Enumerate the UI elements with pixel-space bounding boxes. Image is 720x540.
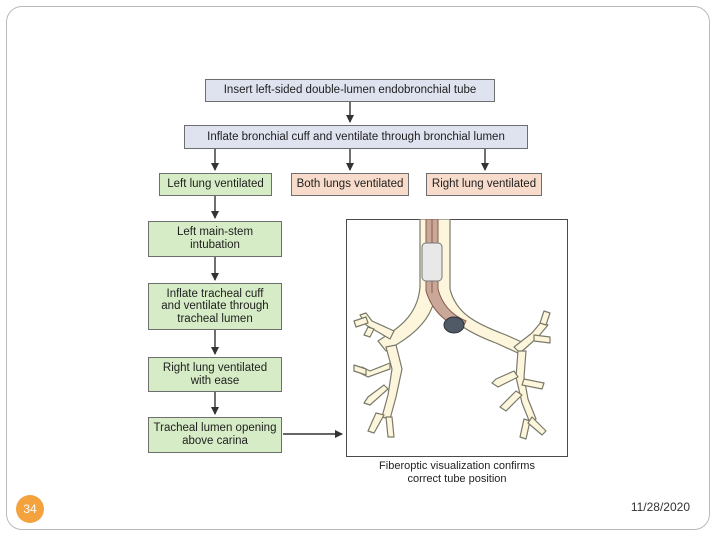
left-upper-bronchus: [359, 312, 395, 340]
right-lower-twig-b: [499, 390, 523, 412]
step-tracheal-opening-line1: Tracheal lumen opening: [153, 422, 277, 435]
step-right-lung-with-ease: Right lung ventilated with ease: [148, 357, 282, 392]
illustration-caption: Fiberoptic visualization confirms correc…: [346, 460, 568, 485]
step-inflate-bronchial: Inflate bronchial cuff and ventilate thr…: [184, 125, 528, 149]
left-lower-twig-e: [353, 364, 367, 376]
step-mainstem-intubation: Left main-stem intubation: [148, 221, 282, 257]
caption-line1: Fiberoptic visualization confirms: [379, 460, 535, 472]
step-insert-tube: Insert left-sided double-lumen endobronc…: [205, 79, 495, 102]
step-tracheal-opening-line2: above carina: [182, 435, 248, 447]
step-inflate-tracheal-line1: Inflate tracheal cuff: [166, 287, 264, 300]
left-lower-bronchus: [381, 344, 403, 420]
slide-number-badge: 34: [16, 495, 44, 523]
step-inflate-tracheal-line3: tracheal lumen: [177, 312, 253, 325]
left-lower-twig-a: [359, 362, 391, 378]
step-right-ease-line2: with ease: [190, 374, 240, 387]
outcome-right-lung: Right lung ventilated: [426, 173, 542, 196]
right-upper-twig-a: [533, 334, 551, 344]
step-mainstem-line2: intubation: [190, 239, 240, 251]
outcome-both-lungs: Both lungs ventilated: [291, 173, 409, 196]
step-insert-tube-label: Insert left-sided double-lumen endobronc…: [223, 84, 477, 97]
right-upper-twig-b: [539, 310, 551, 326]
outcome-right-lung-label: Right lung ventilated: [431, 178, 537, 191]
step-right-ease-line1: Right lung ventilated: [162, 361, 268, 374]
bronchial-cuff: [443, 316, 465, 334]
right-lower-twig-a: [491, 370, 519, 388]
step-tracheal-lumen-opening: Tracheal lumen opening above carina: [148, 417, 282, 453]
right-lower-twig-e: [521, 378, 545, 390]
right-lower-twig-c: [519, 418, 531, 440]
caption-line2: correct tube position: [407, 472, 507, 485]
left-upper-twig-a: [353, 316, 369, 328]
outcome-left-lung: Left lung ventilated: [159, 173, 272, 196]
left-lower-twig-b: [363, 384, 389, 406]
outcome-both-lungs-label: Both lungs ventilated: [296, 178, 404, 191]
step-inflate-tracheal-line2: and ventilate through: [161, 300, 269, 313]
step-inflate-bronchial-label: Inflate bronchial cuff and ventilate thr…: [207, 130, 505, 143]
right-lower-bronchus: [515, 350, 537, 424]
left-lower-twig-d: [385, 416, 395, 438]
left-lower-twig-c: [367, 412, 385, 434]
step-mainstem-line1: Left main-stem: [176, 226, 254, 239]
tracheal-cuff: [421, 242, 443, 282]
slide-date: 11/28/2020: [630, 500, 690, 514]
step-inflate-tracheal: Inflate tracheal cuff and ventilate thro…: [148, 283, 282, 330]
right-lower-twig-d: [527, 416, 547, 436]
left-upper-twig-b: [363, 326, 375, 338]
bronchial-tree-illustration: [353, 219, 551, 440]
outcome-left-lung-label: Left lung ventilated: [167, 178, 264, 191]
